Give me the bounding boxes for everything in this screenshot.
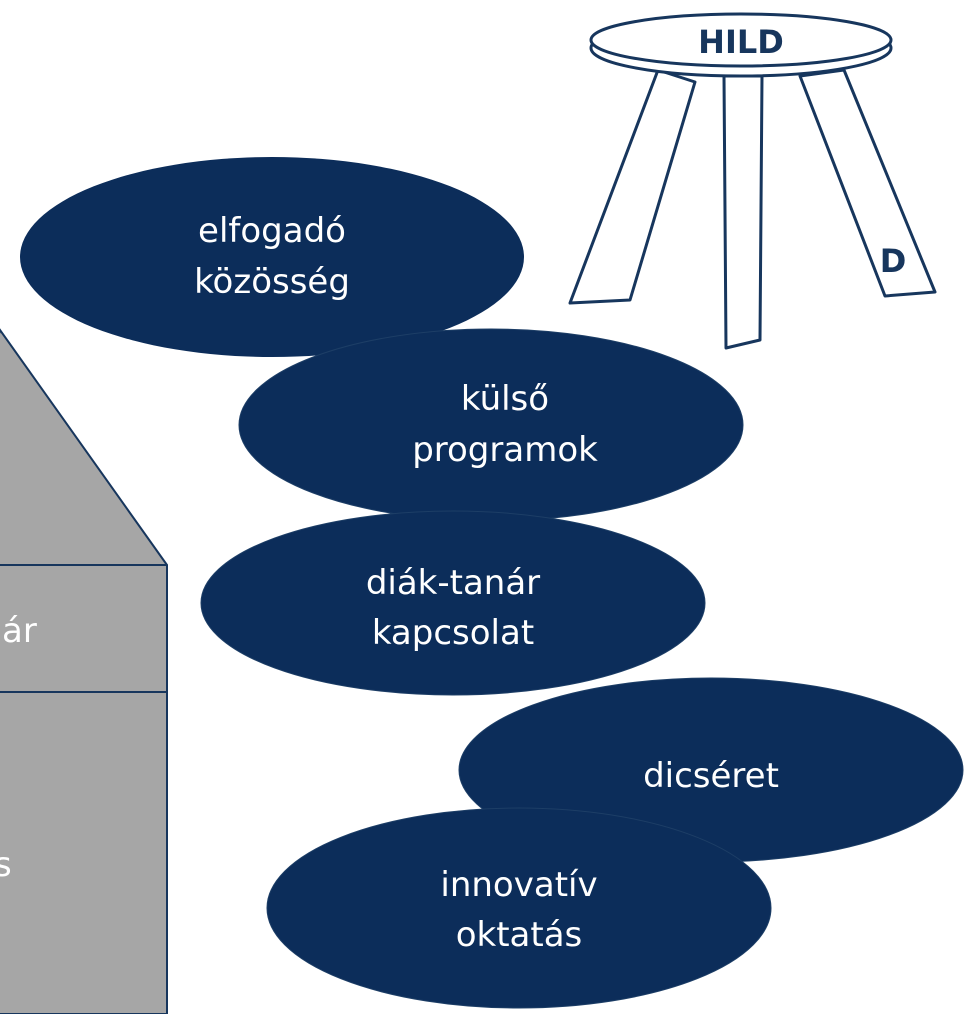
stool-leg-right — [798, 68, 937, 298]
ellipse-diak-tanar-kapcsolat: diák-tanár kapcsolat — [200, 510, 706, 696]
ellipse-label-line2: kapcsolat — [372, 613, 534, 653]
ellipse-shape — [20, 157, 524, 357]
stool-leg-middle — [722, 74, 764, 350]
ellipse-label-line1: külső — [461, 379, 549, 419]
ellipse-label-line1: innovatív — [440, 865, 597, 905]
stool-leg-left — [568, 68, 697, 305]
ellipse-shape — [238, 328, 744, 522]
house-shape: ár s — [0, 328, 168, 1014]
house-row2-label: s — [0, 845, 12, 885]
ellipse-label-line1: diák-tanár — [366, 563, 540, 603]
ellipse-kulso-programok: külső programok — [238, 328, 744, 522]
ellipse-label-line2: programok — [412, 430, 598, 470]
ellipse-elfogado-kozosseg: elfogadó közösség — [20, 157, 524, 357]
ellipse-shape — [200, 510, 706, 696]
ellipse-label-line1: elfogadó — [198, 211, 346, 251]
house-roof — [0, 328, 168, 1014]
stool-leg-label: D — [880, 242, 907, 280]
house-row1-label: ár — [2, 611, 37, 651]
ellipse-label-line2: közösség — [194, 262, 350, 302]
ellipse-innovativ-oktatas: innovatív oktatás — [266, 807, 772, 1009]
stool: HILD D — [568, 12, 937, 350]
ellipse-shape — [266, 807, 772, 1009]
stool-seat — [589, 12, 893, 68]
ellipse-label-line1: dicséret — [643, 756, 779, 796]
stool-seat-label: HILD — [698, 23, 784, 61]
ellipse-label-line2: oktatás — [456, 915, 583, 955]
